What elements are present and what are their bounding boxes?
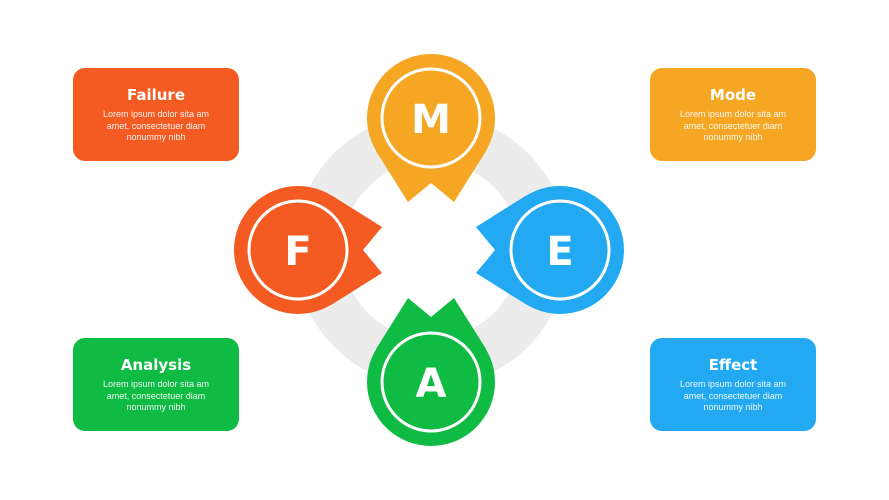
box-title: Failure [126,86,186,104]
effect-box: Effect Lorem ipsum dolor sita am amet, c… [650,338,816,431]
analysis-box: Analysis Lorem ipsum dolor sita am amet,… [73,338,239,431]
box-body: Lorem ipsum dolor sita am amet, consecte… [679,379,787,412]
pin-e [476,186,624,314]
mode-box: Mode Lorem ipsum dolor sita am amet, con… [650,68,816,161]
box-body: Lorem ipsum dolor sita am amet, consecte… [679,109,787,142]
failure-box: Failure Lorem ipsum dolor sita am amet, … [73,68,239,161]
box-title: Analysis [120,356,192,374]
box-title: Mode [709,86,757,104]
letter-e: E [546,229,573,275]
letter-m: M [411,97,451,143]
pin-a [367,298,495,446]
letter-f: F [284,229,311,275]
box-title: Effect [708,356,758,374]
pin-f [234,186,382,314]
letter-a: A [416,361,447,407]
box-body: Lorem ipsum dolor sita am amet, consecte… [102,379,210,412]
pin-m [367,54,495,202]
box-body: Lorem ipsum dolor sita am amet, consecte… [102,109,210,142]
